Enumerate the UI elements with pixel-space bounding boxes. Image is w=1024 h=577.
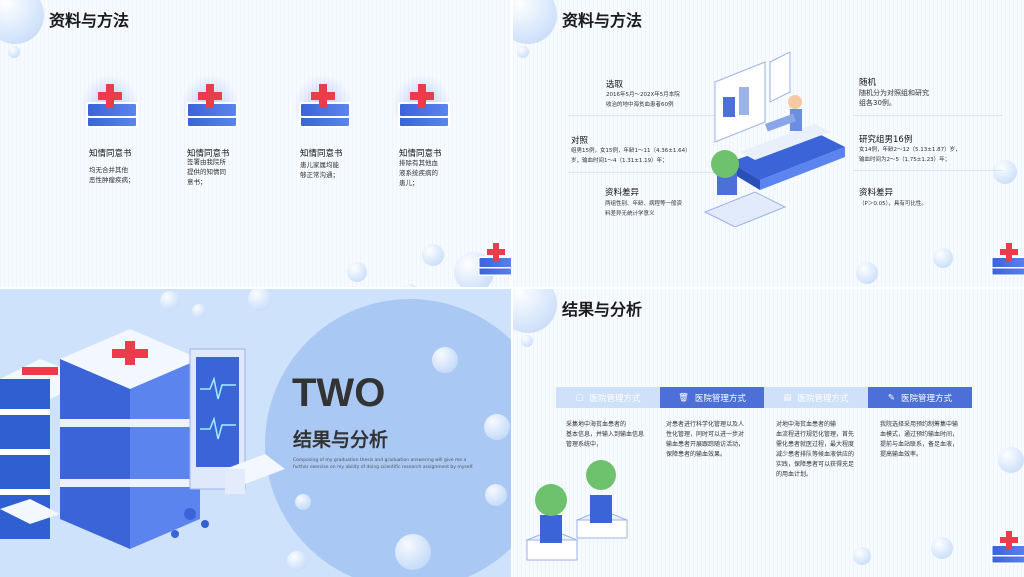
hospital-bed-illustration (703, 52, 845, 227)
item-label: 知情同意书 (300, 149, 343, 159)
corner-medical-icon (477, 242, 511, 281)
decorative-bubble (993, 160, 1017, 184)
divider (853, 115, 1003, 116)
item-text: 患儿家属均能 够正常沟通； (300, 161, 339, 179)
decorative-bubble (422, 244, 444, 266)
decorative-bubble (160, 291, 180, 311)
slide-panel-1[interactable]: 资料与方法 知情同意书 均无合并其他 恶性肿瘤疾病； 知情同意书 签署由我院所 … (0, 0, 511, 287)
item-label: 知情同意书 (187, 149, 230, 159)
decorative-bubble (192, 304, 206, 318)
tab-hospital-management-4[interactable]: ✎ 医院管理方式 (868, 387, 972, 408)
item-text: 排除有其他血 液系统疾病的 患儿； (399, 159, 438, 187)
decorative-bubble (485, 484, 507, 506)
study-text: 女14例，年龄2～12（5.13±1.87）岁， 输血时间为2～5（1.75±1… (859, 147, 961, 163)
item-label: 知情同意书 (89, 149, 132, 159)
diff2-title: 资料差异 (859, 188, 894, 198)
item-text: 签署由我院所 提供的知情同 意书； (187, 158, 226, 186)
medical-box-icon (80, 74, 140, 134)
decorative-bubble (521, 335, 533, 347)
tab-label: 医院管理方式 (797, 393, 849, 404)
edit-icon: ✎ (887, 392, 896, 403)
corner-medical-icon (990, 242, 1024, 281)
calendar-icon: ▢ (575, 392, 584, 403)
document-icon: ▤ (783, 392, 792, 403)
tab-content-text: 对地中海贫血患者的输 血流程进行规范化管理，首先 需化患者就医过程，最大程度 减… (776, 421, 855, 478)
compare-text: 组男15例，女15例，年龄1～11（4.36±1.64） 岁，输血时间1～4（1… (571, 148, 691, 164)
section-number: TWO (292, 371, 386, 415)
tab-label: 医院管理方式 (589, 393, 641, 404)
tab-hospital-management-3[interactable]: ▤ 医院管理方式 (764, 387, 868, 408)
decorative-bubble (998, 447, 1024, 473)
slide-panel-2[interactable]: 资料与方法 选取 2016年5月～202X年5月本院 收治的地中海贫血患者60例… (513, 0, 1024, 287)
decorative-bubble (287, 551, 307, 571)
item-label: 知情同意书 (399, 149, 442, 159)
medical-box-icon (293, 74, 353, 134)
item-text: 均无合并其他 恶性肿瘤疾病； (89, 166, 135, 184)
medical-box-icon (180, 74, 240, 134)
section-title: 结果与分析 (293, 429, 389, 451)
tab-content-text: 对患者进行科学化管理以及人 性化管理，同时可以进一步对 输血患者开展跟踪随访活动… (666, 421, 745, 458)
decorative-bubble (0, 0, 44, 44)
decorative-bubble (853, 547, 871, 565)
random-title: 随机 (859, 78, 877, 88)
decorative-bubble (517, 46, 529, 58)
select-title: 选取 (606, 80, 624, 90)
study-title: 研究组男16例 (859, 135, 913, 145)
medicine-boxes-illustration (0, 329, 285, 549)
divider (568, 172, 718, 173)
divider (853, 170, 1003, 171)
decorative-bubble (931, 537, 953, 559)
plant-illustration (525, 460, 629, 561)
section-cover-panel[interactable]: TWO 结果与分析 Composing of my graduation the… (0, 289, 511, 577)
decorative-bubble (248, 289, 272, 311)
section-english-text: Composing of my graduation thesis and gr… (293, 458, 474, 470)
slide-title: 结果与分析 (562, 300, 643, 319)
decorative-bubble (347, 262, 367, 282)
slide-title: 资料与方法 (562, 11, 643, 30)
random-text: 随机分为对照组和研究 组各30例。 (859, 89, 929, 107)
tab-hospital-management-1[interactable]: ▢ 医院管理方式 (556, 387, 660, 408)
medical-box-icon (392, 74, 452, 134)
divider (568, 115, 718, 116)
select-text: 2016年5月～202X年5月本院 收治的地中海贫血患者60例 (606, 92, 680, 108)
diff2-text: （P＞0.05），具有可比性。 (859, 201, 927, 207)
decorative-bubble (933, 248, 953, 268)
decorative-bubble (513, 289, 557, 333)
tab-label: 医院管理方式 (694, 393, 746, 404)
decorative-bubble (395, 534, 431, 570)
tab-content-text: 采集地中海贫血患者的 基本信息，并输入到输血信息 管理系统中， (566, 421, 645, 448)
decorative-bubble (432, 347, 458, 373)
diff-title: 资料差异 (605, 188, 640, 198)
corner-medical-icon (990, 530, 1024, 569)
decorative-bubble (295, 494, 311, 510)
slide-title: 资料与方法 (49, 11, 130, 30)
decorative-bubble (856, 262, 878, 284)
diff-text: 两组性别、年龄、病程等一般资 料差异无统计学意义 (605, 201, 683, 217)
trash-icon: 🗑 (678, 392, 689, 403)
decorative-circle (265, 299, 511, 577)
tab-content-text: 我院选择采用预约制筹集中输 血模式，通过预约输血时间， 提前与血站联系，备足血液… (880, 421, 959, 458)
decorative-bubble (403, 284, 417, 287)
decorative-bubble (484, 414, 510, 440)
tab-hospital-management-2[interactable]: 🗑 医院管理方式 (660, 387, 764, 408)
compare-title: 对照 (571, 136, 589, 146)
decorative-bubble (513, 0, 557, 44)
decorative-bubble (8, 46, 20, 58)
tab-label: 医院管理方式 (901, 393, 953, 404)
